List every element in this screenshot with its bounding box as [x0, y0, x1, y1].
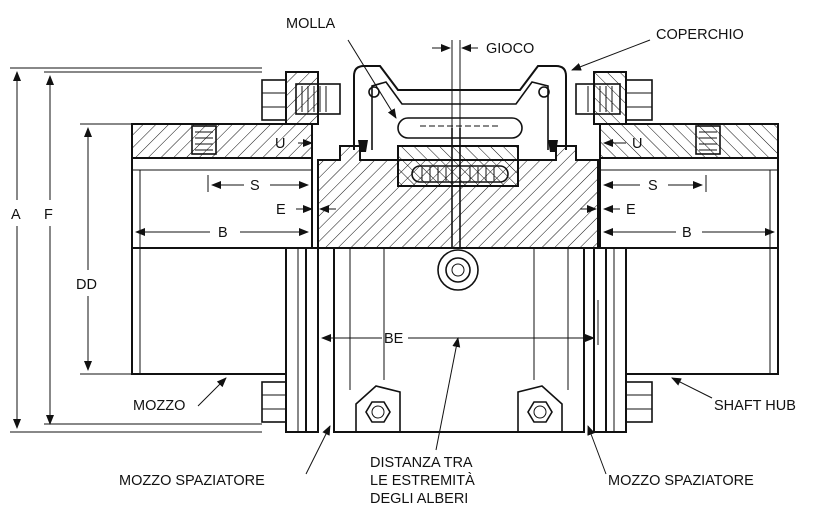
lower-spacer-body	[333, 247, 585, 433]
left-flange	[261, 71, 341, 433]
label-distanza-line3: DEGLI ALBERI	[370, 491, 468, 507]
right-shaft-hub	[599, 123, 779, 375]
dimension-label-b-right: B	[682, 225, 692, 241]
left-shaft-hub	[131, 123, 313, 375]
dimension-label-s-right: S	[648, 178, 658, 194]
left-set-screw-icon	[195, 131, 213, 151]
left-bottom-bolt-icon	[261, 381, 287, 423]
label-distanza-line2: LE ESTREMITÀ	[370, 472, 475, 489]
dimension-label-e-left: E	[276, 202, 286, 218]
dimension-label-a: A	[11, 207, 21, 223]
right-bottom-bolt-icon	[625, 381, 653, 423]
right-set-screw-icon	[699, 131, 717, 151]
dimension-lines	[10, 40, 775, 433]
dimension-label-s-left: S	[250, 178, 260, 194]
label-distanza-line1: DISTANZA TRA	[370, 455, 473, 471]
leader-lines	[197, 39, 713, 475]
label-mozzo-spaziatore-left: MOZZO SPAZIATORE	[119, 473, 265, 489]
left-top-bolt-icon	[261, 79, 341, 121]
label-gioco: GIOCO	[486, 41, 534, 57]
dimension-label-dd: DD	[76, 277, 97, 293]
dimension-label-u-right: U	[632, 136, 642, 152]
label-mozzo-spaziatore-right: MOZZO SPAZIATORE	[608, 473, 754, 489]
right-lower-nut-icon	[517, 385, 563, 433]
right-top-bolt-icon	[575, 79, 653, 121]
dimension-label-u-left: U	[275, 136, 285, 152]
label-molla: MOLLA	[286, 16, 335, 32]
dimension-label-f: F	[44, 207, 53, 223]
right-flange	[575, 71, 653, 433]
label-shaft-hub: SHAFT HUB	[714, 398, 796, 414]
label-mozzo: MOZZO	[133, 398, 185, 414]
left-lower-nut-icon	[355, 385, 401, 433]
center-grease-plug-icon	[437, 249, 479, 291]
label-coperchio: COPERCHIO	[656, 27, 744, 43]
dimension-label-b-left: B	[218, 225, 228, 241]
dimension-label-be: BE	[384, 331, 404, 347]
dimension-label-e-right: E	[626, 202, 636, 218]
